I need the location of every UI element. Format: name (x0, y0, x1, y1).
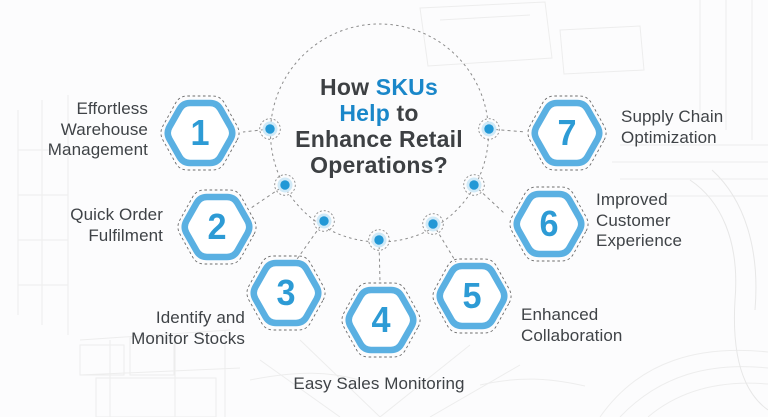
hexagon-icon (341, 282, 421, 358)
hex-number: 3 (276, 272, 296, 313)
connector-dot (463, 174, 485, 196)
connector-dots (259, 118, 500, 251)
hex-node-4: 4 (337, 280, 425, 360)
label-improved-customer-experience: Improved Customer Experience (596, 190, 683, 250)
hexagon-icon (509, 186, 589, 262)
hex-node-3: 3 (242, 253, 330, 333)
title-text-dark: How (320, 74, 376, 100)
title-text-dark: to (389, 100, 419, 126)
hexagon-icon (432, 258, 512, 334)
connector-dot (368, 229, 390, 251)
hex-number: 7 (557, 112, 577, 153)
connector-dot (422, 213, 444, 235)
hex-node-5: 5 (428, 256, 516, 336)
hex-number: 5 (462, 275, 482, 316)
hex-number: 6 (539, 203, 559, 244)
label-easy-sales-monitoring: Easy Sales Monitoring (293, 374, 465, 393)
title-line-4: Operations? (310, 152, 448, 178)
connector-dot (259, 118, 281, 140)
hex-number: 2 (207, 206, 227, 247)
hexagon-icon (527, 95, 607, 171)
connector-dot (274, 174, 296, 196)
infographic-title: How SKUs Help to Enhance Retail Operatio… (249, 74, 509, 178)
hexagon-icon (160, 95, 240, 171)
hex-node-6: 6 (505, 184, 593, 264)
title-line-3: Enhance Retail (295, 126, 463, 152)
hex-node-7: 7 (523, 93, 611, 173)
title-text-blue: Help (339, 100, 390, 126)
hexagon-icon (177, 189, 257, 265)
label-effortless-warehouse-management: Effortless Warehouse Management (47, 99, 148, 159)
connector-dot (313, 210, 335, 232)
hex-node-1: 1 (156, 93, 244, 173)
label-quick-order-fulfilment: Quick Order Fulfilment (70, 205, 163, 245)
hex-number: 1 (190, 112, 210, 153)
connector-dot (478, 118, 500, 140)
label-enhanced-collaboration: Enhanced Collaboration (521, 305, 623, 345)
title-text-blue: SKUs (375, 74, 438, 100)
hexagon-icon (246, 255, 326, 331)
hex-node-2: 2 (173, 187, 261, 267)
hex-number: 4 (371, 299, 391, 340)
label-identify-and-monitor-stocks: Identify and Monitor Stocks (131, 308, 245, 348)
label-supply-chain-optimization: Supply Chain Optimization (621, 107, 724, 147)
title-line-2: Help to (249, 100, 509, 126)
title-line-1: How SKUs (249, 74, 509, 100)
